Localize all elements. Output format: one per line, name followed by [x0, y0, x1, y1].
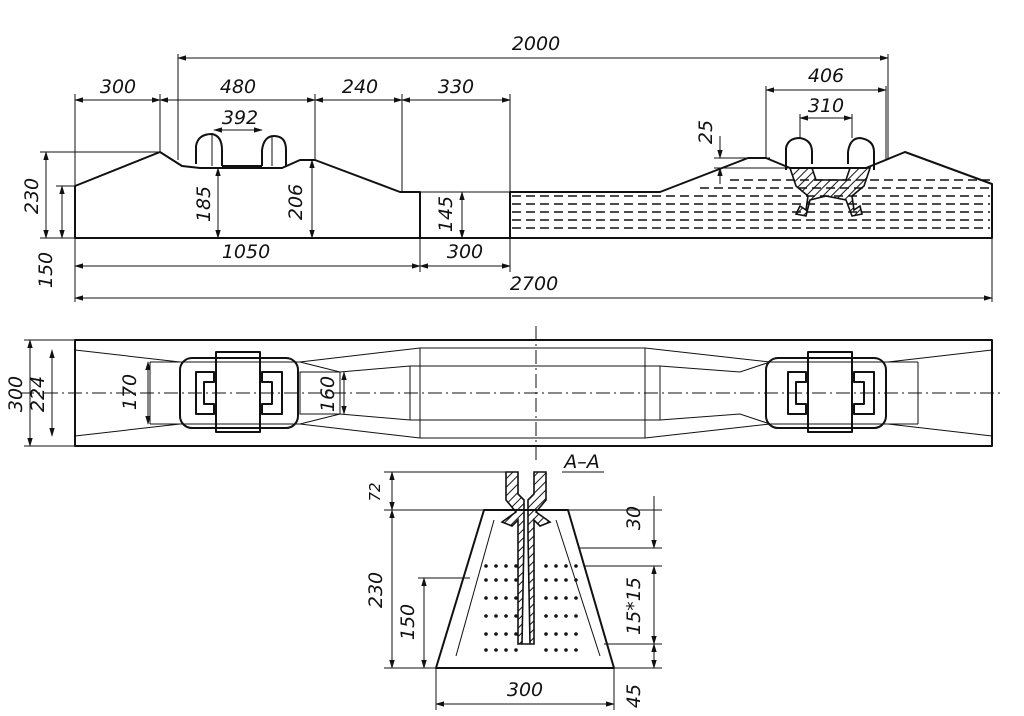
- dim-480: 480: [220, 76, 256, 98]
- reinforcement-dot: [504, 578, 508, 582]
- dim-310: 310: [808, 95, 844, 117]
- section-dim-230: 230: [365, 572, 387, 608]
- reinforcement-dot: [564, 632, 568, 636]
- reinforcement-dot: [554, 578, 558, 582]
- reinforcement-dot: [494, 648, 498, 652]
- dim-2000: 2000: [512, 33, 560, 55]
- right-rail-fastener-section: [785, 137, 875, 217]
- reinforcement-dot: [504, 596, 508, 600]
- reinforcement-dot: [554, 648, 558, 652]
- reinforcement-dot: [484, 632, 488, 636]
- reinforcement-dot: [554, 632, 558, 636]
- plan-dim-170: 170: [119, 374, 141, 410]
- plan-dim-300: 300: [5, 376, 27, 412]
- reinforcement-dot: [494, 632, 498, 636]
- reinforcement-dot: [564, 648, 568, 652]
- section-dim-30: 30: [623, 506, 645, 530]
- reinforcement-dot: [544, 564, 548, 568]
- reinforcement-dot: [564, 596, 568, 600]
- reinforcement-dot: [514, 614, 518, 618]
- dim-145: 145: [435, 196, 457, 232]
- dim-240: 240: [342, 76, 378, 98]
- reinforcement-dot: [574, 596, 578, 600]
- dim-25: 25: [695, 120, 717, 144]
- left-fastener-plan: [179, 351, 341, 433]
- plan-view: 300 224 170 160: [5, 326, 1004, 462]
- dim-2700: 2700: [510, 273, 558, 295]
- reinforcement-dot: [494, 614, 498, 618]
- dim-392: 392: [222, 107, 258, 129]
- reinforcement-dot: [574, 632, 578, 636]
- reinforcement-dot: [504, 564, 508, 568]
- section-dim-300: 300: [507, 679, 543, 701]
- dim-300-top: 300: [100, 76, 136, 98]
- dim-330: 330: [438, 76, 474, 98]
- hidden-reinforcement-lines: [512, 179, 990, 229]
- reinforcement-dot: [484, 578, 488, 582]
- dim-206: 206: [285, 184, 307, 220]
- reinforcement-dot: [484, 596, 488, 600]
- reinforcement-dot: [544, 614, 548, 618]
- section-dim-45: 45: [623, 684, 645, 708]
- reinforcement-dot: [514, 596, 518, 600]
- reinforcement-dot: [564, 614, 568, 618]
- reinforcement-dot: [494, 596, 498, 600]
- reinforcement-dot: [514, 632, 518, 636]
- left-rail-fastener: [195, 133, 287, 167]
- reinforcement-dot: [514, 564, 518, 568]
- section-rail-hatch: [500, 471, 552, 645]
- reinforcement-dot: [504, 614, 508, 618]
- reinforcement-dot: [574, 564, 578, 568]
- reinforcement-dot: [484, 614, 488, 618]
- reinforcement-dot: [514, 648, 518, 652]
- reinforcement-dot: [554, 596, 558, 600]
- reinforcement-dot: [514, 578, 518, 582]
- reinforcement-dot: [544, 632, 548, 636]
- reinforcement-dot: [544, 596, 548, 600]
- plan-dim-160: 160: [317, 376, 339, 412]
- section-dim-15x15: 15*15: [623, 577, 645, 635]
- dim-1050: 1050: [222, 241, 270, 263]
- reinforcement-dot: [574, 578, 578, 582]
- reinforcement-dot: [494, 578, 498, 582]
- section-a-a: A–A 72 230 150 30 15*15 45: [365, 451, 662, 710]
- reinforcement-dot: [544, 648, 548, 652]
- reinforcement-dot: [554, 614, 558, 618]
- section-dim-150: 150: [397, 604, 419, 640]
- dim-406: 406: [808, 65, 844, 87]
- reinforcement-dot: [564, 578, 568, 582]
- section-dim-72: 72: [366, 482, 384, 501]
- reinforcement-dot: [484, 564, 488, 568]
- elevation-view: 2000 300 480 240 330 392 406 310 25: [21, 33, 993, 302]
- reinforcement-dot: [574, 648, 578, 652]
- right-fastener-plan: [765, 351, 887, 433]
- reinforcement-dot: [564, 564, 568, 568]
- reinforcement-dot: [504, 632, 508, 636]
- reinforcement-dot: [484, 648, 488, 652]
- reinforcement-dot: [544, 578, 548, 582]
- reinforcement-dot: [554, 564, 558, 568]
- plan-dim-224: 224: [27, 376, 49, 412]
- reinforcement-dot: [494, 564, 498, 568]
- dim-150: 150: [35, 252, 57, 288]
- reinforcement-dot: [574, 614, 578, 618]
- dim-300-bottom: 300: [447, 241, 483, 263]
- reinforcement-dot: [504, 648, 508, 652]
- dim-185: 185: [193, 186, 215, 222]
- section-label: A–A: [562, 451, 600, 473]
- section-reinforcement-dots: [484, 564, 578, 652]
- dim-230: 230: [21, 178, 43, 214]
